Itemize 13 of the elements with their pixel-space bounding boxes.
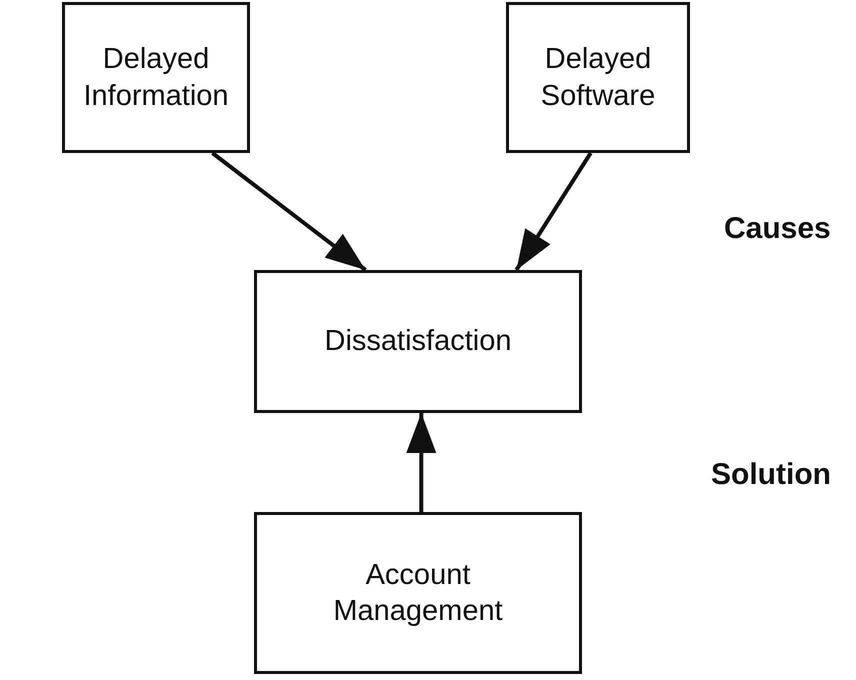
arrow: [211, 151, 367, 272]
box-label: Dissatisfaction: [324, 324, 512, 360]
box-label: Delayed Software: [540, 42, 656, 114]
section-label: Solution: [711, 458, 831, 492]
process-box: [506, 2, 690, 153]
section-label: Causes: [724, 212, 831, 246]
arrow: [514, 152, 592, 272]
box-label: Account Management: [332, 558, 504, 629]
arrow: [406, 413, 436, 512]
process-box: [254, 512, 582, 674]
box-label: Delayed Information: [82, 42, 230, 114]
process-box: [254, 270, 582, 413]
process-box: [62, 2, 250, 153]
